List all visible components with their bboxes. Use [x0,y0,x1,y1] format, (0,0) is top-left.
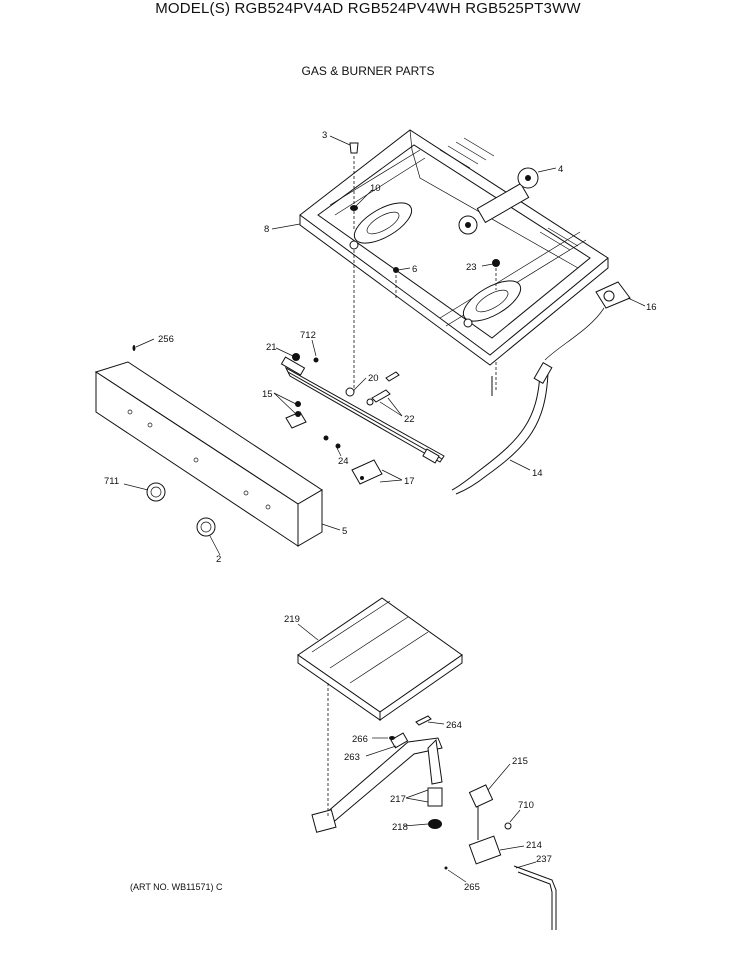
knob-2 [196,517,216,537]
model-title: MODEL(S) RGB524PV4AD RGB524PV4WH RGB525P… [155,0,581,17]
callout-218: 218 [392,822,408,833]
callout-20: 20 [368,373,379,384]
callout-23: 23 [466,262,477,273]
callout-214: 214 [526,840,542,851]
callout-24: 24 [338,456,349,467]
callout-710: 710 [518,800,534,811]
callout-6: 6 [412,264,417,275]
gas-tube-14 [451,371,541,491]
callout-3: 3 [322,130,327,141]
section-title: GAS & BURNER PARTS [301,64,435,78]
callout-8: 8 [264,224,269,235]
valve-assembly [468,784,557,930]
manifold-panel-5 [94,361,323,547]
callout-237: 237 [536,854,552,865]
callout-21: 21 [266,342,277,353]
callout-712: 712 [300,330,316,341]
knob-711 [146,482,166,502]
callout-17: 17 [404,476,415,487]
callout-15: 15 [262,389,273,400]
hardware-bits [132,142,500,870]
callout-5: 5 [342,526,347,537]
callout-264: 264 [446,720,462,731]
broil-burner [311,732,443,833]
callout-16: 16 [646,302,657,313]
callout-217: 217 [390,794,406,805]
callout-219: 219 [284,614,300,625]
burner-shield-219 [297,597,463,721]
callout-2: 2 [216,554,221,565]
callout-4: 4 [558,164,563,175]
callout-22: 22 [404,414,415,425]
alignment-lines [327,156,497,818]
callout-711: 711 [104,476,119,487]
manifold-pipe [280,356,445,485]
leader-lines [123,135,646,883]
callout-10: 10 [370,183,381,194]
art-number: (ART NO. WB11571) C [130,882,223,892]
callout-labels: 3 4 10 8 6 23 16 256 712 21 20 15 22 24 … [104,130,657,893]
burner-box-frame [299,129,609,366]
callout-265: 265 [464,882,480,893]
callout-263: 263 [344,752,360,763]
callout-215: 215 [512,756,528,767]
callout-14: 14 [532,468,543,479]
callout-256: 256 [158,334,174,345]
bracket-16 [595,281,631,309]
callout-266: 266 [352,734,368,745]
